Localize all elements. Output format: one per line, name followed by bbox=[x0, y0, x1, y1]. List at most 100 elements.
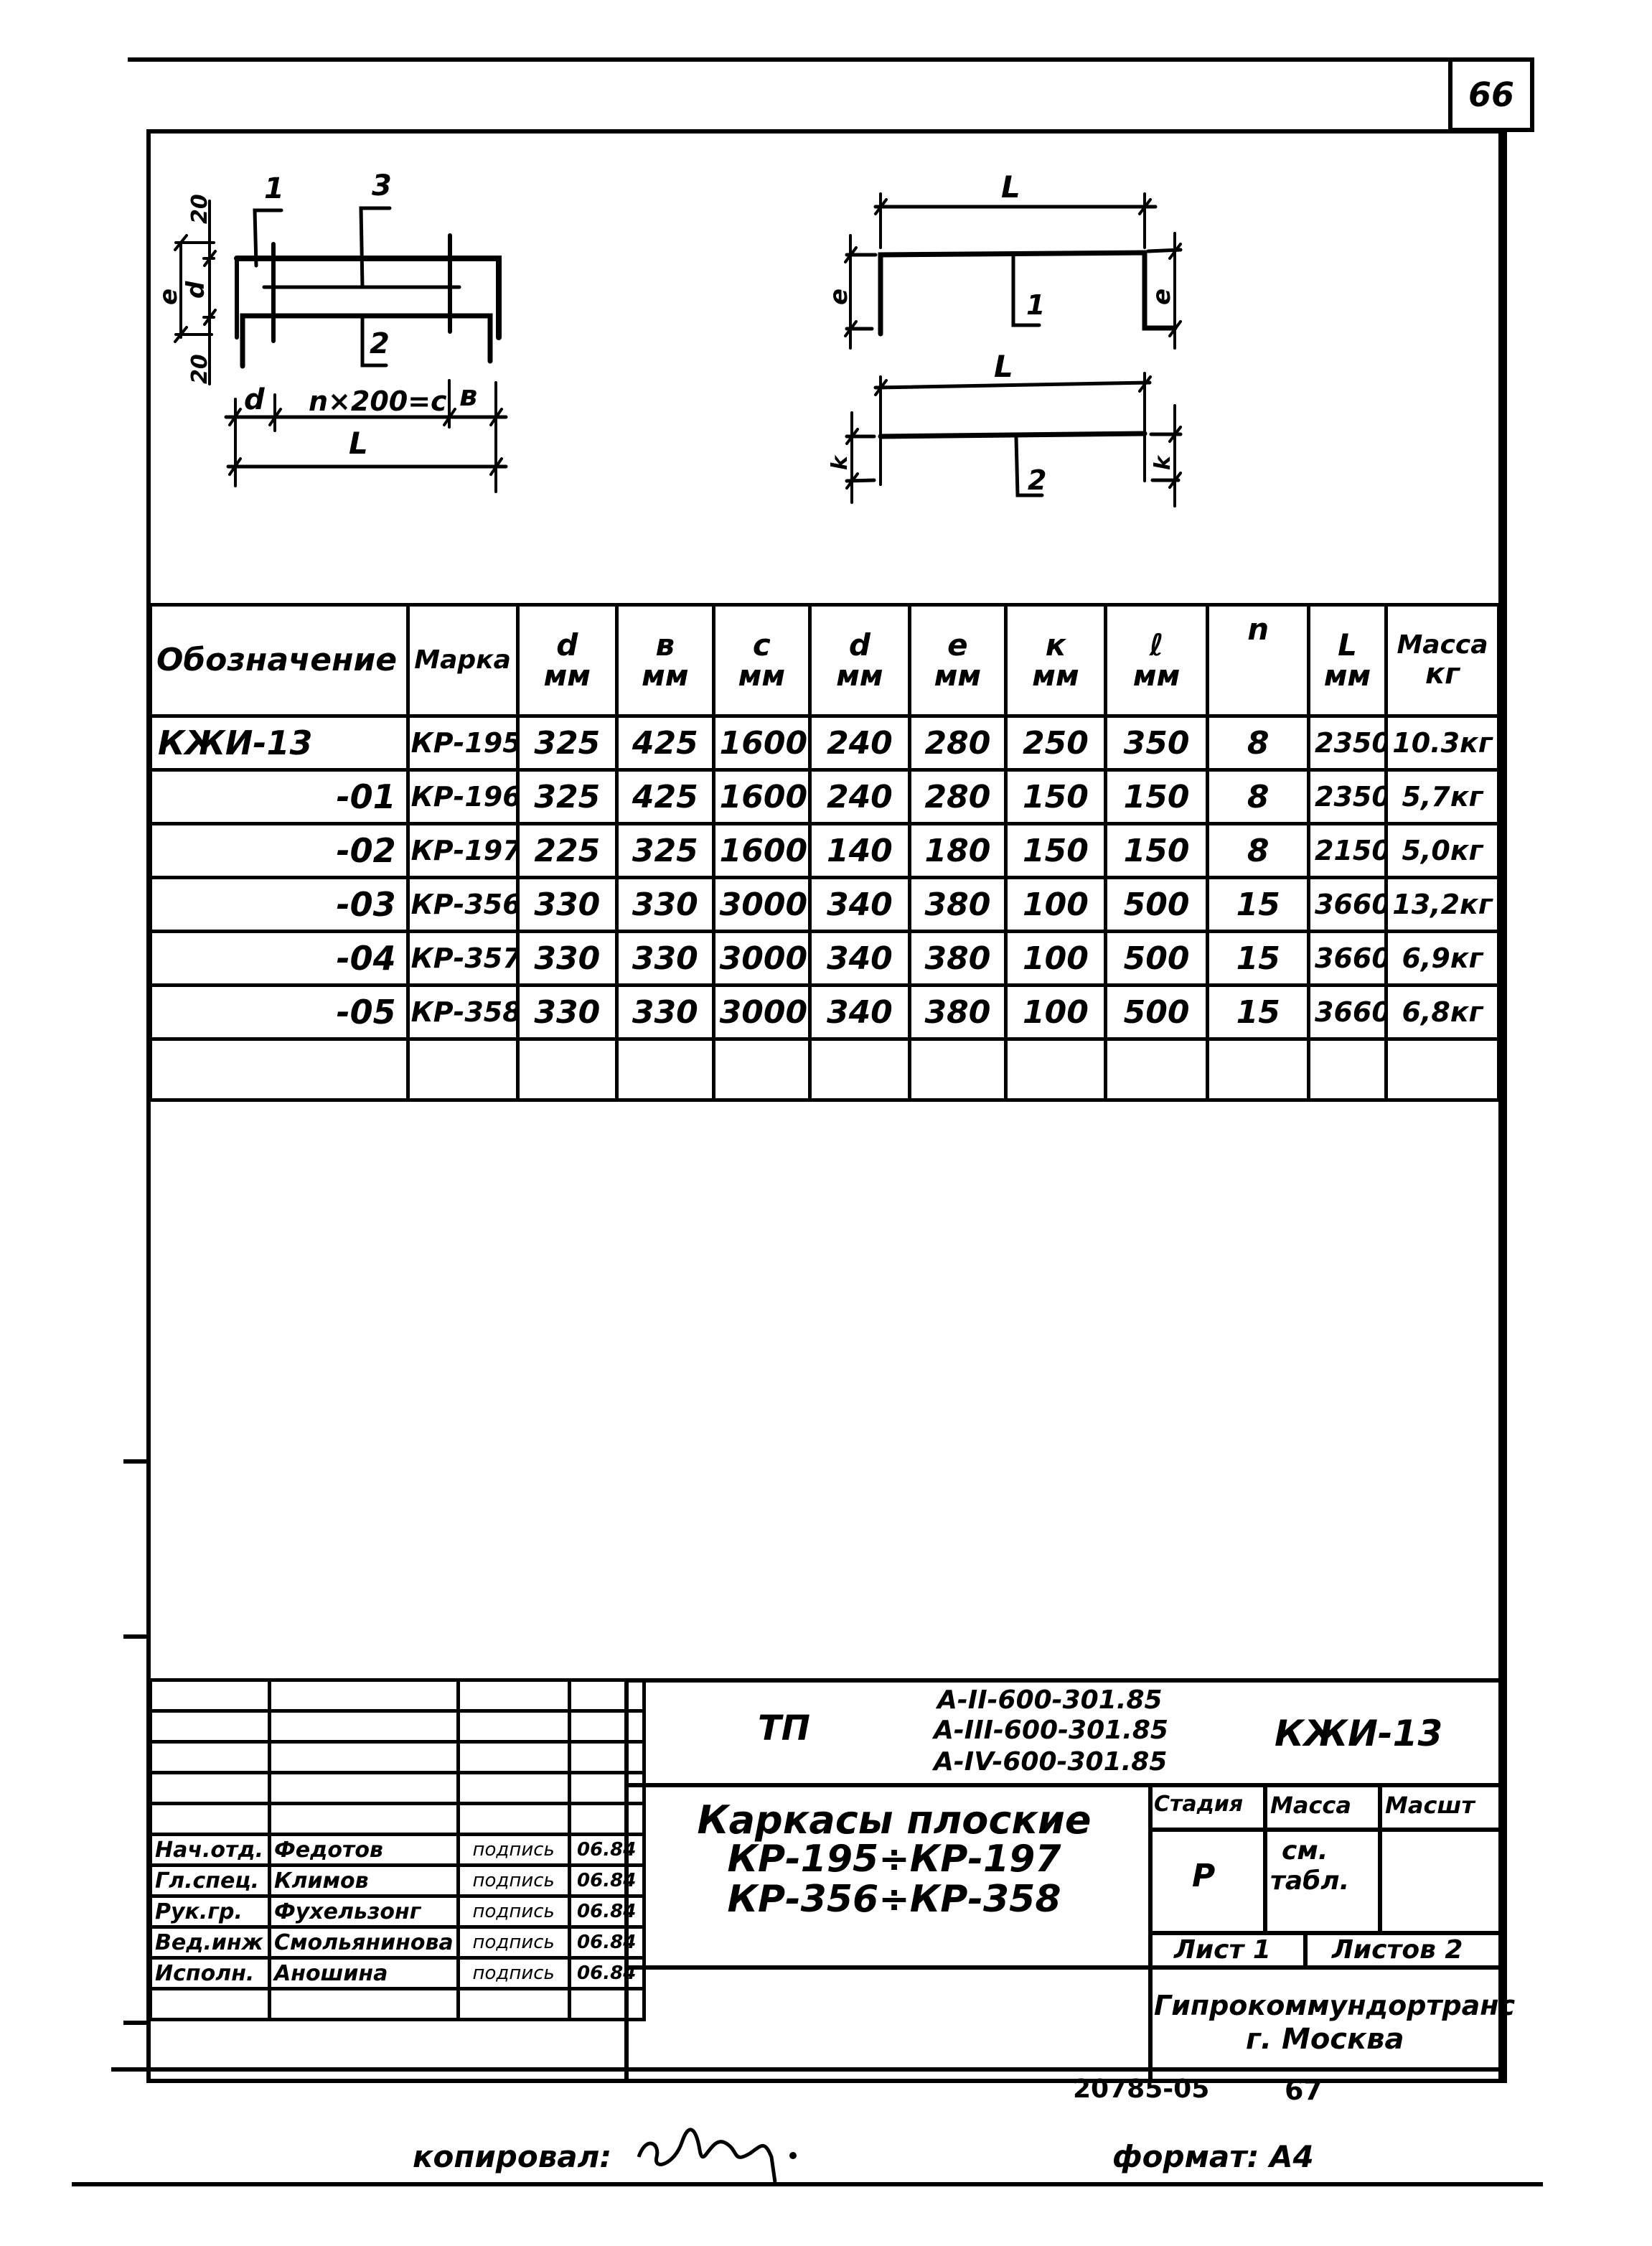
empty-cell bbox=[405, 1037, 520, 1102]
cell-k: 100 bbox=[1004, 876, 1107, 933]
empty-cell bbox=[615, 1037, 715, 1102]
cell-e: 380 bbox=[907, 930, 1008, 987]
cell-d: 225 bbox=[515, 822, 619, 879]
cell-d2: 340 bbox=[808, 983, 911, 1041]
cell-e: 380 bbox=[907, 876, 1008, 933]
top-border-line bbox=[128, 57, 1534, 62]
dim-span: n×200=c bbox=[309, 385, 447, 417]
blank-cell bbox=[149, 1771, 271, 1805]
stage-value: Р bbox=[1192, 1858, 1216, 1894]
cell-L: 3660 bbox=[1307, 876, 1389, 933]
divider bbox=[624, 1783, 1507, 1787]
divider bbox=[1148, 1828, 1507, 1832]
organization-name: Гипрокоммундортранс bbox=[1154, 1990, 1516, 2021]
empty-cell bbox=[515, 1037, 619, 1102]
document-code: КЖИ-13 bbox=[1275, 1713, 1443, 1754]
dim-L: L bbox=[349, 426, 368, 461]
frame-elevation-drawing: 1 3 2 d n×200=c в L 20 20 e d bbox=[154, 169, 508, 493]
table-row-empty bbox=[149, 1037, 1501, 1102]
cell-n: 15 bbox=[1206, 983, 1311, 1041]
blank-cell bbox=[567, 1709, 646, 1744]
signature-signature: подпись bbox=[456, 1925, 571, 1960]
empty-cell bbox=[1004, 1037, 1107, 1102]
divider bbox=[624, 1965, 1507, 1970]
project-code-1: А-II-600-301.85 bbox=[937, 1685, 1163, 1715]
cell-b: 330 bbox=[615, 930, 715, 987]
cell-mark: КР-356 bbox=[405, 876, 520, 933]
cell-d2: 240 bbox=[808, 768, 911, 825]
divider bbox=[1263, 1783, 1267, 1931]
cell-b: 425 bbox=[615, 714, 715, 772]
cell-designation: -04 bbox=[149, 930, 410, 987]
dim-e: e bbox=[154, 289, 183, 305]
empty-cell bbox=[149, 1037, 410, 1102]
signature-name: Климов bbox=[268, 1863, 460, 1898]
cell-L: 2350 bbox=[1307, 768, 1389, 825]
cell-k: 150 bbox=[1004, 822, 1107, 879]
organization-city: г. Москва bbox=[1246, 2023, 1404, 2056]
cell-e: 180 bbox=[907, 822, 1008, 879]
empty-cell bbox=[1103, 1037, 1210, 1102]
empty-cell bbox=[1206, 1037, 1311, 1102]
divider bbox=[1148, 1783, 1153, 2083]
blank-cell bbox=[456, 1771, 571, 1805]
margin-tick bbox=[123, 1459, 146, 1464]
signature-name: Аношина bbox=[268, 1956, 460, 1990]
cell-mass: 10.3кг bbox=[1384, 714, 1501, 772]
cell-c: 1600 bbox=[711, 714, 812, 772]
mass-label: Масса bbox=[1270, 1792, 1351, 1819]
blank-cell bbox=[567, 1678, 646, 1713]
cell-mark: КР-357 bbox=[405, 930, 520, 987]
blank-cell bbox=[567, 1802, 646, 1836]
signature-row-blank bbox=[149, 1740, 646, 1774]
header-mark: Марка bbox=[405, 603, 520, 718]
blank-cell bbox=[456, 1802, 571, 1836]
cell-designation: -05 bbox=[149, 983, 410, 1041]
frame-right-edge bbox=[1503, 129, 1507, 2083]
signature-role: Исполн. bbox=[149, 1956, 271, 1990]
cell-d2: 240 bbox=[808, 714, 911, 772]
cell-n: 8 bbox=[1206, 822, 1311, 879]
blank-cell bbox=[149, 1678, 271, 1713]
cell-L: 2350 bbox=[1307, 714, 1389, 772]
cell-d2: 140 bbox=[808, 822, 911, 879]
title-block: ТП А-II-600-301.85 А-III-600-301.85 А-IV… bbox=[624, 1678, 1515, 2083]
cell-c: 1600 bbox=[711, 768, 812, 825]
signature-signature: подпись bbox=[456, 1956, 571, 1990]
signature-name: Федотов bbox=[268, 1833, 460, 1867]
cell-c: 3000 bbox=[711, 876, 812, 933]
header-n: n bbox=[1206, 603, 1311, 718]
cell-k: 100 bbox=[1004, 930, 1107, 987]
signature-row-blank bbox=[149, 1802, 646, 1836]
sheet-label: Лист 1 bbox=[1174, 1935, 1271, 1965]
margin-tick bbox=[123, 1634, 146, 1639]
signature-name: Смольянинова bbox=[268, 1925, 460, 1960]
cell-l: 150 bbox=[1103, 822, 1210, 879]
cell-L: 3660 bbox=[1307, 983, 1389, 1041]
drawing-frame bbox=[146, 129, 1503, 2083]
dim-b: в bbox=[459, 380, 477, 413]
margin-tick bbox=[123, 2021, 146, 2025]
cell-L: 2150 bbox=[1307, 822, 1389, 879]
cell-d2: 340 bbox=[808, 876, 911, 933]
cell-d: 330 bbox=[515, 876, 619, 933]
rod-1-length-label: L bbox=[1001, 169, 1020, 205]
rod-2 bbox=[878, 431, 1148, 439]
divider bbox=[1303, 1931, 1308, 1965]
cell-l: 150 bbox=[1103, 768, 1210, 825]
blank-cell bbox=[268, 1709, 460, 1744]
cell-k: 100 bbox=[1004, 983, 1107, 1041]
